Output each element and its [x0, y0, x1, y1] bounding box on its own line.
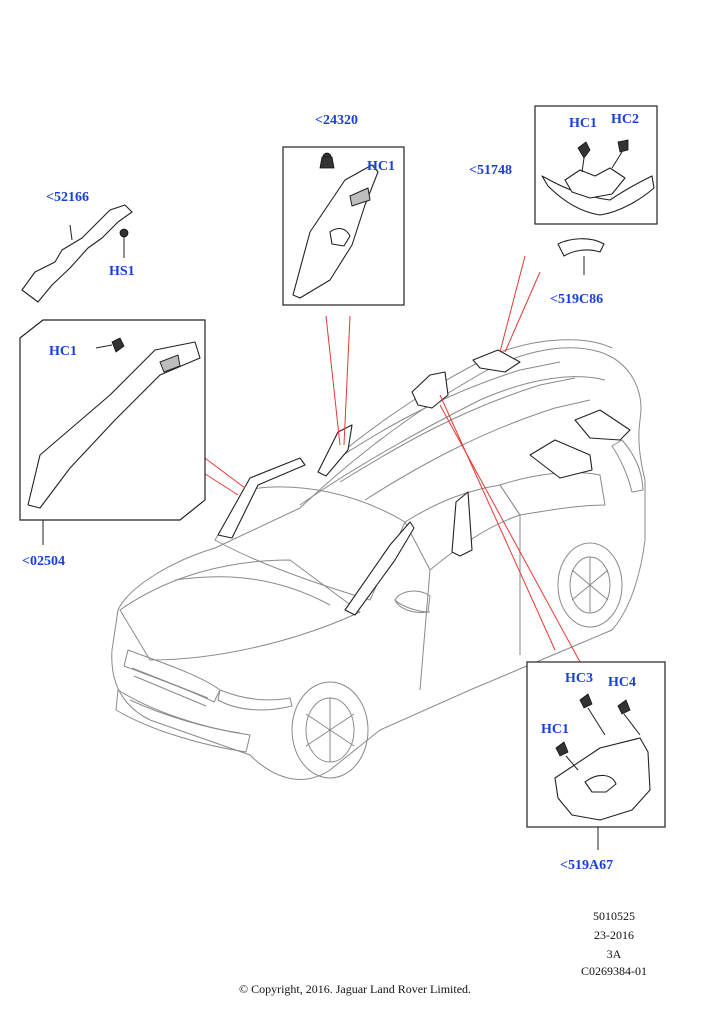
detail-b-pillar: [526, 661, 666, 850]
hardware-label-hc4[interactable]: HC4: [608, 675, 636, 690]
leader-lines: [167, 255, 581, 663]
hardware-label-hs1[interactable]: HS1: [109, 264, 135, 279]
installed-parts: [217, 349, 631, 616]
drawing-date: 23-2016: [594, 928, 634, 942]
wire-bracket-part: [21, 204, 133, 303]
copyright-notice: © Copyright, 2016. Jaguar Land Rover Lim…: [239, 982, 471, 996]
detail-roof-console: [534, 105, 658, 225]
drawing-revision: 3A: [607, 947, 622, 961]
clip-icon: [577, 141, 591, 159]
callout-24320[interactable]: <24320: [315, 113, 358, 128]
clip-icon: [617, 699, 631, 715]
hardware-label-hc1[interactable]: HC1: [541, 722, 569, 737]
vehicle-outline: [111, 339, 646, 780]
hardware-label-hc2[interactable]: HC2: [611, 112, 639, 127]
illustration-id: C0269384-01: [581, 964, 647, 978]
hardware-label-hc1[interactable]: HC1: [49, 344, 77, 359]
detail-a-pillar-left: [19, 319, 206, 545]
callout-519c86[interactable]: <519C86: [550, 292, 603, 307]
clip-icon: [579, 693, 593, 709]
clip-icon: [555, 741, 569, 757]
drawing-code: 5010525: [593, 909, 635, 923]
hardware-label-hc1[interactable]: HC1: [367, 159, 395, 174]
detail-a-pillar-upper: [282, 146, 405, 306]
callout-52166[interactable]: <52166: [46, 190, 89, 205]
callout-02504[interactable]: <02504: [22, 554, 65, 569]
hardware-label-hc1[interactable]: HC1: [569, 116, 597, 131]
hardware-label-hc3[interactable]: HC3: [565, 671, 593, 686]
clip-icon: [111, 337, 125, 353]
callout-519a67[interactable]: <519A67: [560, 858, 613, 873]
callout-51748[interactable]: <51748: [469, 163, 512, 178]
roof-console-bezel-part: [557, 238, 605, 275]
screw-icon: [617, 139, 629, 153]
screw-icon: [119, 228, 129, 238]
